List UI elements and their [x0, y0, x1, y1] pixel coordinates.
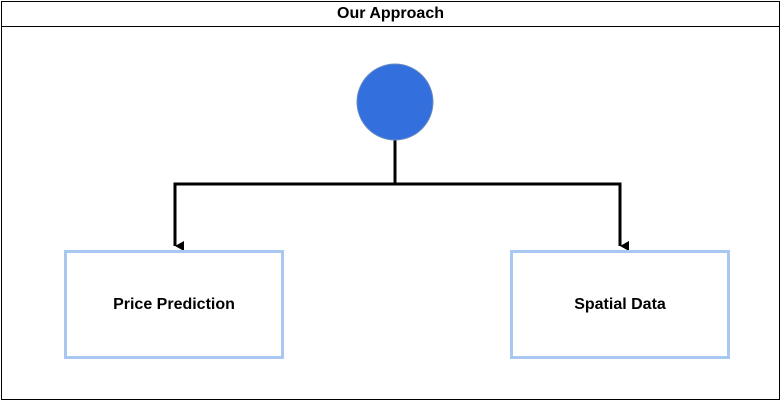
root-node-circle [356, 63, 434, 141]
spatial-data-node: Spatial Data [510, 250, 730, 359]
price-prediction-node: Price Prediction [64, 250, 284, 359]
edge-to-price-prediction [173, 140, 397, 251]
edge-to-spatial-data [395, 182, 629, 251]
price-prediction-label: Price Prediction [113, 295, 235, 313]
diagram-header: Our Approach [2, 2, 779, 27]
spatial-data-label: Spatial Data [574, 295, 666, 313]
diagram-title: Our Approach [337, 5, 444, 22]
